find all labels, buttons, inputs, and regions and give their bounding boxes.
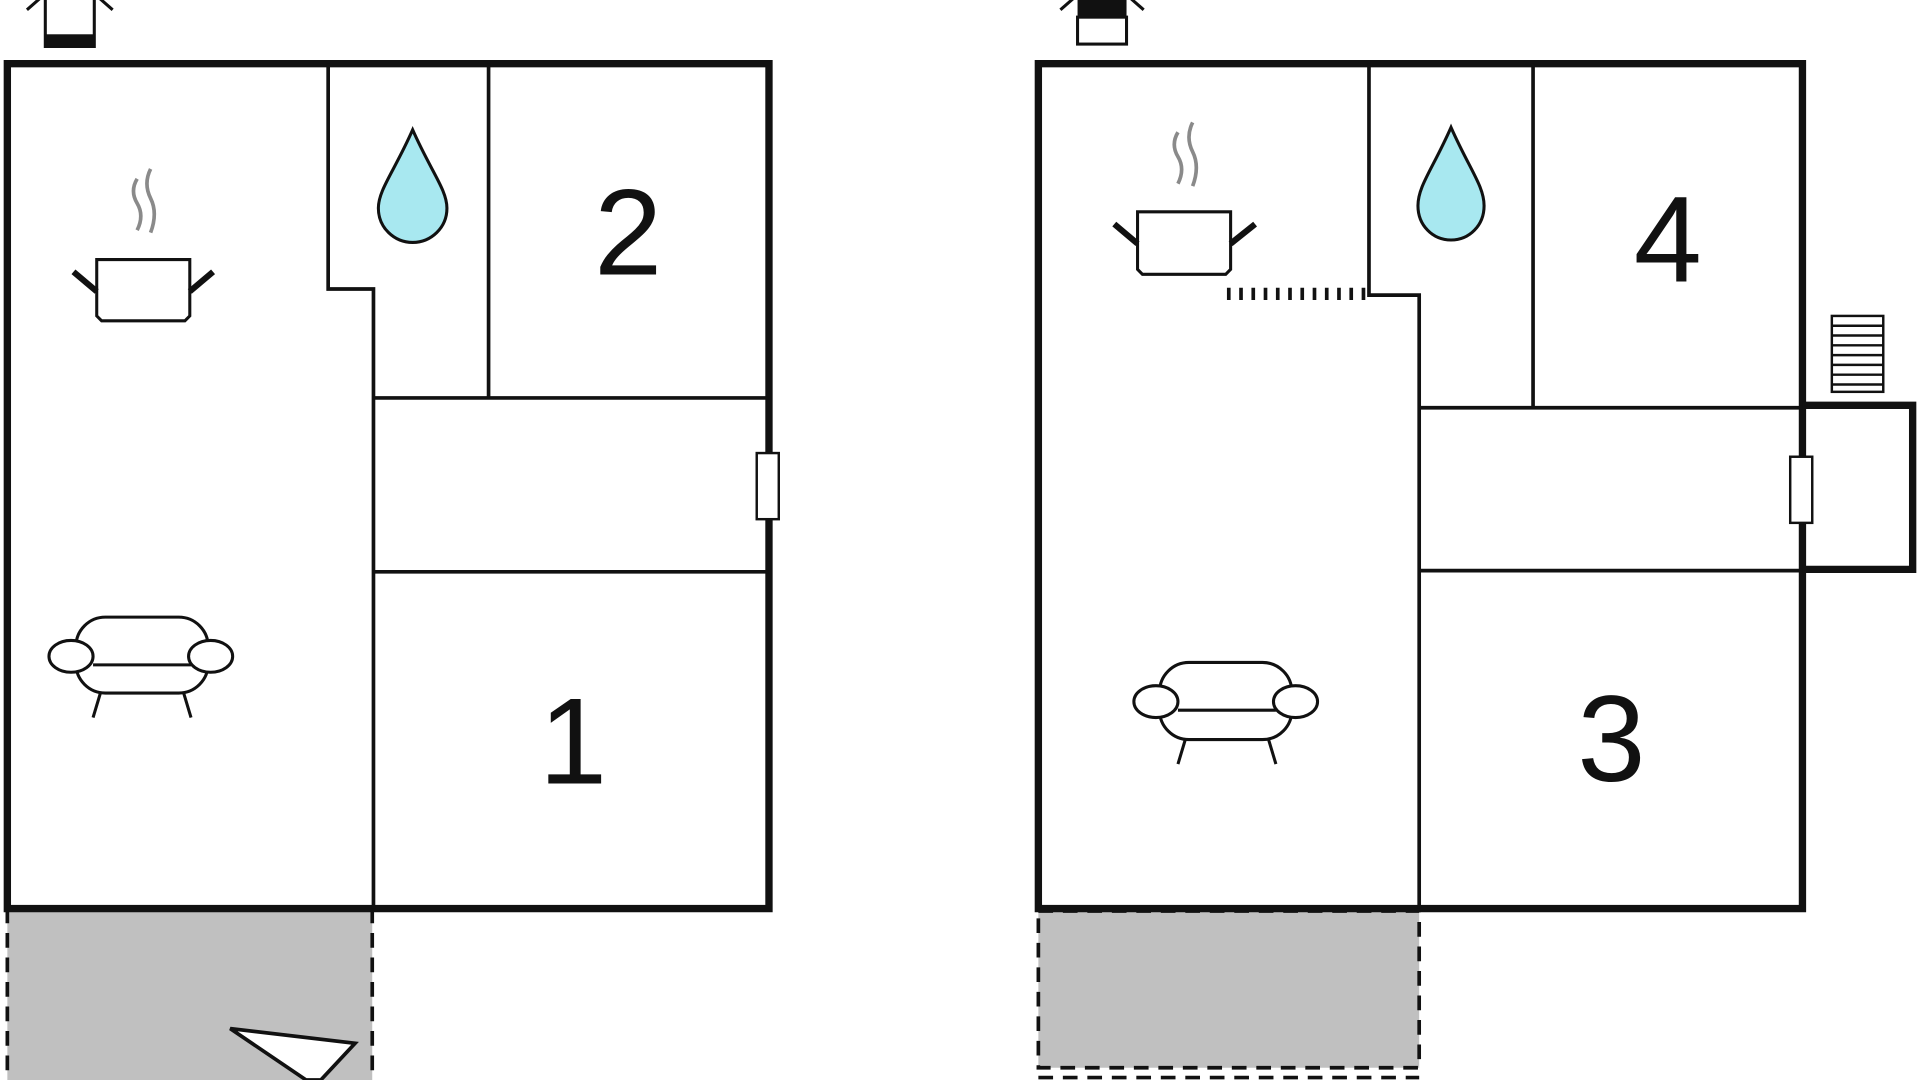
floor-plan-right: 4 3 (1034, 0, 1917, 1080)
kitchen-pot-icon (1112, 121, 1258, 276)
stairs-icon (1830, 314, 1885, 394)
house-icon (1059, 0, 1145, 46)
bathroom-drop-icon (1416, 123, 1486, 242)
room-number-2: 2 (594, 163, 662, 300)
sofa-icon (47, 615, 235, 718)
kitchen-pot-icon (71, 168, 216, 323)
terrace-right (1036, 909, 1422, 1080)
room-number-1: 1 (539, 673, 607, 810)
sofa-icon (1132, 660, 1320, 765)
interior-walls-left (326, 63, 769, 909)
interior-walls-right (1367, 63, 1803, 909)
door-left (755, 451, 780, 521)
balcony-right (1802, 401, 1917, 574)
door-right (1788, 455, 1814, 525)
room-number-3: 3 (1577, 670, 1645, 807)
house-icon (25, 0, 114, 49)
floor-plan-left: 2 1 (3, 0, 780, 1085)
room-number-4: 4 (1634, 171, 1702, 308)
bathroom-drop-icon (376, 126, 449, 244)
